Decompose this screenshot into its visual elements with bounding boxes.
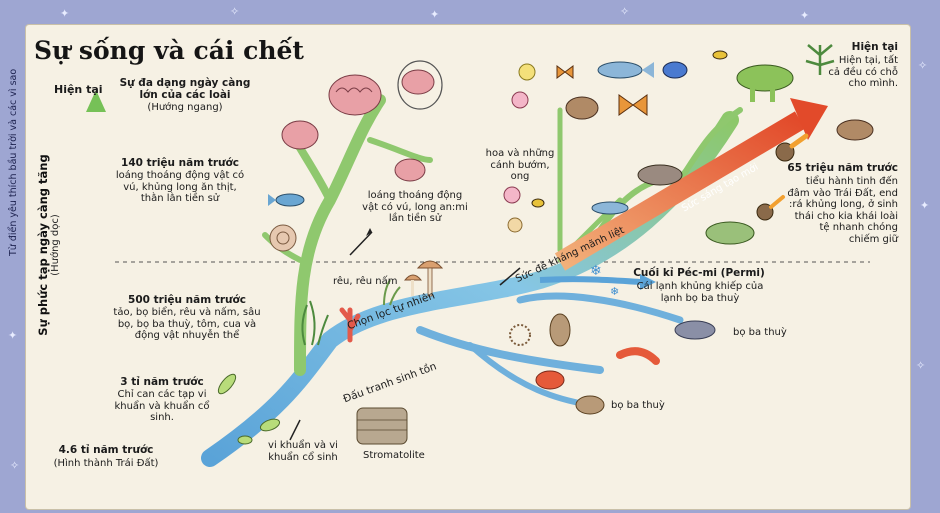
star-icon: ✦: [920, 199, 930, 212]
fish-icon: [597, 61, 654, 79]
branch-mammals: [294, 94, 386, 376]
extinction-title: 65 triệu năm trước: [787, 162, 898, 174]
stromatolite-label: Stromatolite: [363, 450, 425, 461]
present-desc: Hiện tại, tất cả đều có chỗ cho mình.: [828, 55, 898, 89]
era-3b-desc: Chỉ can các tạp vi khuẩn và khuẩn cổ sin…: [114, 389, 210, 423]
brain-icon: [281, 120, 319, 150]
anemone-icon: [509, 324, 531, 346]
bacteria-label: vi khuẩn và vi khuẩn cổ sinh: [268, 440, 338, 463]
bird-icon: [662, 61, 688, 79]
stromatolite-icon: [356, 407, 408, 445]
star-icon: ✦: [60, 7, 70, 20]
bee-icon: [531, 50, 728, 208]
complexity-axis-arrowhead: [86, 90, 106, 112]
rodent-icon: [565, 96, 874, 186]
shrimp-icon: [616, 347, 660, 365]
era-140m-title: 140 triệu năm trước: [121, 157, 239, 169]
star-icon: ✧: [230, 5, 240, 18]
permian-title: Cuối kỉ Péc-mi (Permi): [633, 267, 765, 279]
brain-icon: [328, 74, 382, 116]
moss-label: rêu, rêu nấm: [333, 276, 398, 287]
branch-trilobite-upper: [516, 292, 684, 324]
arrow-small: [289, 419, 301, 441]
era-500m-desc: tảo, bọ biển, rêu và nấm, sâu bọ, bọ ba …: [113, 307, 261, 341]
moss-icon: [383, 279, 401, 306]
arrow-small: [349, 231, 373, 256]
extinction-desc: tiểu hành tinh đến đâm vào Trái Đất, end…: [787, 176, 898, 245]
creativity-arrowhead: [790, 98, 828, 140]
bacteria-icon: [217, 373, 281, 445]
star-icon: ✧: [916, 359, 926, 372]
trilobite-icon: [575, 395, 605, 415]
triceratops-icon: [705, 221, 755, 245]
snowflake-icon: ❄: [590, 263, 602, 279]
branch-brain-right: [367, 137, 433, 163]
trilobite-label-upper: bọ ba thuỳ: [733, 327, 787, 338]
era-140m-desc: loáng thoáng động vật có vú, khủng long …: [115, 170, 245, 204]
horizontal-axis-sublabel: (Hướng ngang): [147, 102, 223, 113]
plant-icon: [805, 44, 835, 75]
star-icon: ✧: [620, 5, 630, 18]
fish-icon: [268, 193, 305, 207]
era-500m-title: 500 triệu năm trước: [128, 294, 246, 306]
poster: [26, 25, 910, 509]
star-icon: ✦: [8, 329, 18, 342]
era-3b-title: 3 tỉ năm trước: [120, 376, 204, 388]
star-icon: ✦: [800, 9, 810, 22]
permian-desc: Cái lạnh khủng khiếp của lạnh bọ ba thuỳ: [636, 281, 764, 304]
star-icon: ✧: [918, 59, 928, 72]
head-icon: [397, 60, 443, 110]
star-icon: ✧: [10, 459, 20, 472]
snowflake-icon: ❄: [610, 285, 619, 298]
trilobite-icon: [674, 320, 716, 340]
coral-icon: [339, 307, 361, 343]
crab-icon: [535, 370, 565, 390]
permian-arrow: [539, 276, 641, 285]
dinosaur-icon: [736, 64, 794, 102]
present-title: Hiện tại: [851, 41, 898, 53]
vertical-axis-label: Sự phức tạp ngày càng tăng (Hướng dọc): [36, 154, 61, 336]
fish-icon: [591, 201, 629, 215]
permian-arrowhead: [640, 274, 656, 290]
branch-dinosaur: [677, 107, 743, 183]
vertical-axis-top-label: Hiện tại: [54, 83, 103, 96]
arrow-small: [499, 267, 521, 286]
butterfly-icon: [556, 65, 648, 116]
branch-crustaceans: [416, 326, 604, 374]
horizontal-axis-label: Sự đa dạng ngày càng lớn của các loài: [119, 77, 251, 101]
brain-icon: [394, 158, 426, 182]
flower-icon: [503, 63, 536, 233]
shell-icon: [269, 224, 297, 252]
era-4-6b-desc: (Hình thành Trái Đất): [53, 458, 159, 469]
trilobite-label-lower: bọ ba thuỳ: [611, 400, 665, 411]
seaweed-icon: [301, 300, 329, 346]
era-4-6b-title: 4.6 tỉ năm trước: [58, 444, 154, 456]
meteor-icon: [756, 133, 809, 221]
creativity-arrow: [554, 111, 806, 271]
mammals-note: loáng thoáng động vật có vú, long an:mi …: [362, 190, 468, 224]
trilobite-icon: [549, 313, 571, 347]
flowers-label: hoa và những cánh bướm, ong: [485, 148, 555, 182]
poster-title: Sự sống và cái chết: [34, 36, 304, 65]
star-icon: ✦: [430, 8, 440, 21]
mushroom-icon: [403, 260, 444, 297]
